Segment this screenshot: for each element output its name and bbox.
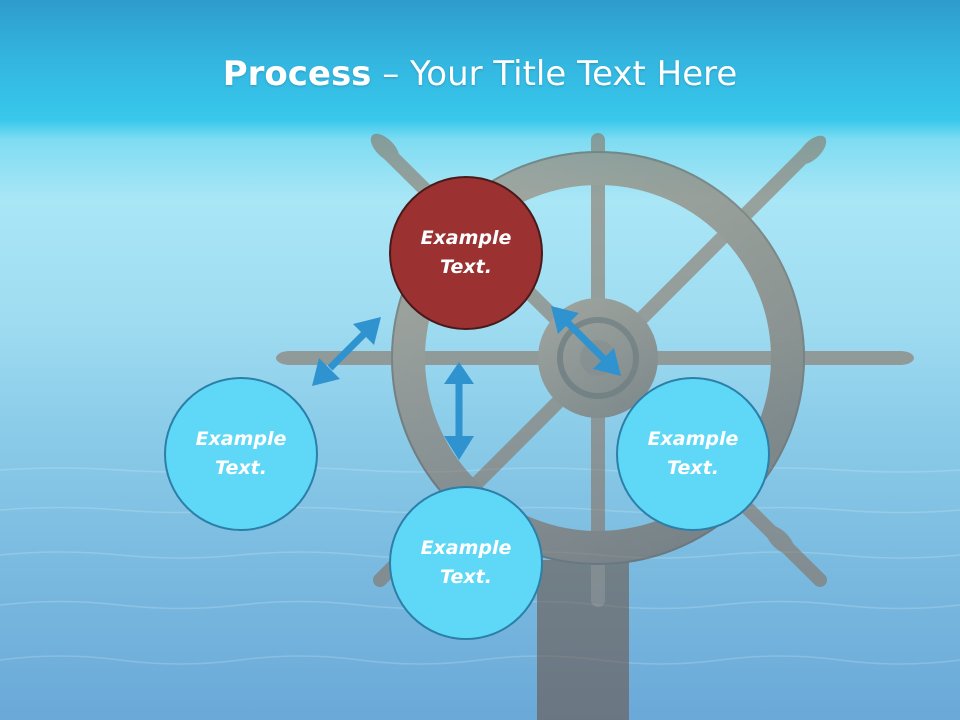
process-node-top[interactable]: Example Text. (389, 176, 543, 330)
node-label: Example Text. (647, 428, 739, 479)
process-node-left[interactable]: Example Text. (164, 377, 318, 531)
node-label: Example Text. (420, 227, 512, 278)
title-rest: – Your Title Text Here (371, 54, 738, 94)
process-node-bottom[interactable]: Example Text. (389, 486, 543, 640)
double-arrow-icon (444, 362, 474, 460)
node-label: Example Text. (420, 537, 512, 588)
double-arrow-icon (312, 317, 381, 386)
double-arrow-icon (551, 306, 621, 376)
process-node-right[interactable]: Example Text. (616, 377, 770, 531)
slide-title: Process – Your Title Text Here (0, 50, 960, 98)
title-bold: Process (222, 54, 372, 94)
node-label: Example Text. (195, 428, 287, 479)
